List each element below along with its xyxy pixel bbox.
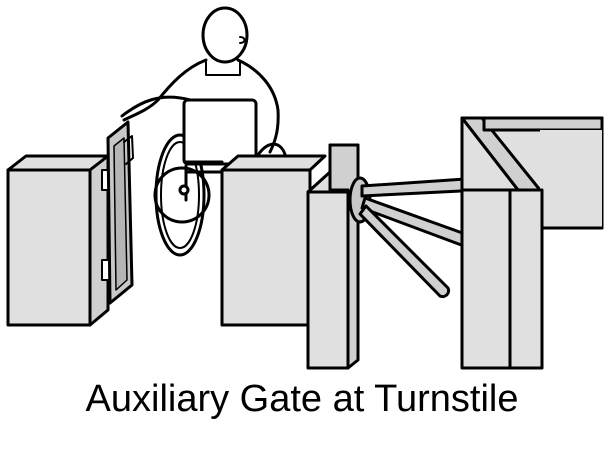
turnstile-post — [306, 143, 360, 370]
right-cabinet — [460, 116, 604, 370]
left-cabinet — [6, 154, 110, 327]
caption: Auxiliary Gate at Turnstile — [85, 378, 519, 420]
auxiliary-gate — [106, 120, 134, 305]
wheelchair-user — [120, 6, 288, 257]
